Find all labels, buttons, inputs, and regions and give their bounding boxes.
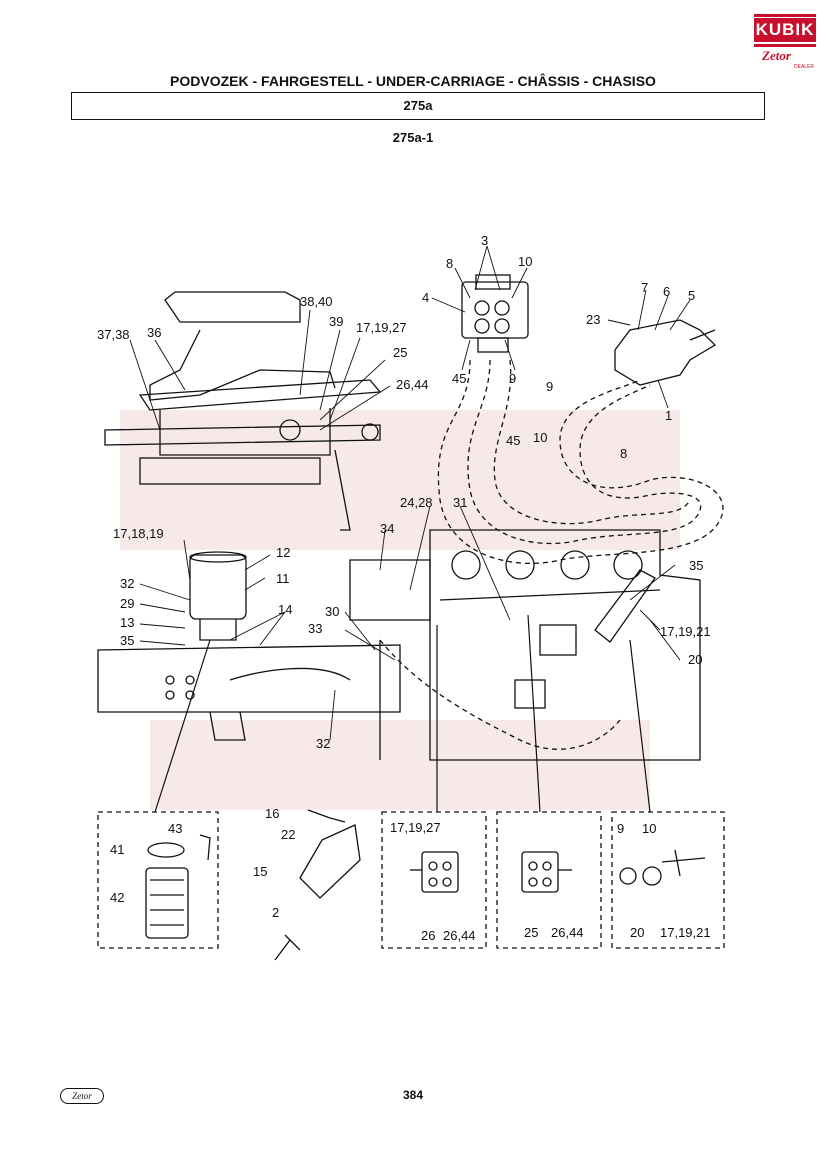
dealer-watermark — [120, 410, 680, 810]
detail-arrows — [154, 614, 651, 813]
callout: 35 — [120, 633, 134, 648]
connector-detail-1 — [410, 851, 459, 893]
callout: 3 — [481, 233, 488, 248]
callout: 14 — [278, 602, 292, 617]
callout: 32 — [120, 576, 134, 591]
callout: 10 — [642, 821, 656, 836]
callout: 39 — [329, 314, 343, 329]
fuel-filter-housing — [189, 551, 247, 641]
page-number: 384 — [402, 1088, 424, 1102]
callout: 33 — [308, 621, 322, 636]
callout: 2 — [272, 905, 279, 920]
callout: 26 — [421, 928, 435, 943]
callout: 23 — [586, 312, 600, 327]
callout: 42 — [110, 890, 124, 905]
kubik-zetor-logo: KUBIK Zetor DEALER — [754, 14, 816, 70]
filter-detail — [145, 834, 211, 939]
callout: 22 — [281, 827, 295, 842]
logo-subtext: Zetor — [762, 48, 791, 63]
callout: 10 — [518, 254, 532, 269]
callout: 37,38 — [97, 327, 130, 342]
callout: 30 — [325, 604, 339, 619]
callout: 20 — [688, 652, 702, 667]
callout: 41 — [110, 842, 124, 857]
callout: 7 — [641, 280, 648, 295]
cover-detail — [274, 809, 361, 961]
callout: 25 — [393, 345, 407, 360]
callout: 32 — [316, 736, 330, 751]
callout: 43 — [168, 821, 182, 836]
callout: 9 — [546, 379, 553, 394]
callout: 15 — [253, 864, 267, 879]
group-number: 275a — [71, 92, 765, 120]
callout: 6 — [663, 284, 670, 299]
hose-lines — [379, 359, 724, 750]
callout: 8 — [446, 256, 453, 271]
callout: 26,44 — [443, 928, 476, 943]
callout: 31 — [453, 495, 467, 510]
connector-detail-2 — [521, 851, 572, 893]
callout: 45 — [452, 371, 466, 386]
hose-clamp-detail — [619, 849, 706, 886]
callout: 24,28 — [400, 495, 433, 510]
callout: 34 — [380, 521, 394, 536]
callout: 16 — [265, 806, 279, 821]
callout: 38,40 — [300, 294, 333, 309]
figure-number: 275a-1 — [392, 130, 434, 145]
callout: 1 — [665, 408, 672, 423]
callout: 12 — [276, 545, 290, 560]
callout: 8 — [620, 446, 627, 461]
callout: 45 — [506, 433, 520, 448]
callout: 25 — [524, 925, 538, 940]
logo-text: KUBIK — [754, 18, 816, 42]
callout-labels: 3 8 10 4 45 9 7 6 5 23 1 38,40 39 17,19,… — [97, 233, 711, 943]
callout: 5 — [688, 288, 695, 303]
frame-rail — [97, 644, 401, 741]
detail-boxes — [97, 811, 725, 949]
logo-tiny-text: DEALER — [794, 64, 815, 70]
callout: 4 — [422, 290, 429, 305]
callout: 17,19,21 — [660, 925, 711, 940]
footer-zetor-logo: Zetor — [60, 1088, 104, 1104]
callout: 29 — [120, 596, 134, 611]
callout: 35 — [689, 558, 703, 573]
callout: 17,19,27 — [356, 320, 407, 335]
callout: 20 — [630, 925, 644, 940]
logo-stripe — [754, 44, 816, 47]
callout: 11 — [276, 571, 290, 586]
callout: 9 — [617, 821, 624, 836]
callout: 10 — [533, 430, 547, 445]
page-title: PODVOZEK - FAHRGESTELL - UNDER-CARRIAGE … — [170, 73, 656, 89]
callout: 17,19,21 — [660, 624, 711, 639]
callout: 26,44 — [551, 925, 584, 940]
valve-block-assembly — [461, 274, 529, 353]
callout: 17,18,19 — [113, 526, 164, 541]
callout: 26,44 — [396, 377, 429, 392]
logo-stripe — [754, 14, 816, 17]
callout-leaders — [129, 245, 691, 741]
brake-valve-assembly — [614, 319, 717, 386]
callout: 13 — [120, 615, 134, 630]
callout: 17,19,27 — [390, 820, 441, 835]
callout: 36 — [147, 325, 161, 340]
callout: 9 — [509, 371, 516, 386]
engine-assembly — [349, 529, 701, 761]
